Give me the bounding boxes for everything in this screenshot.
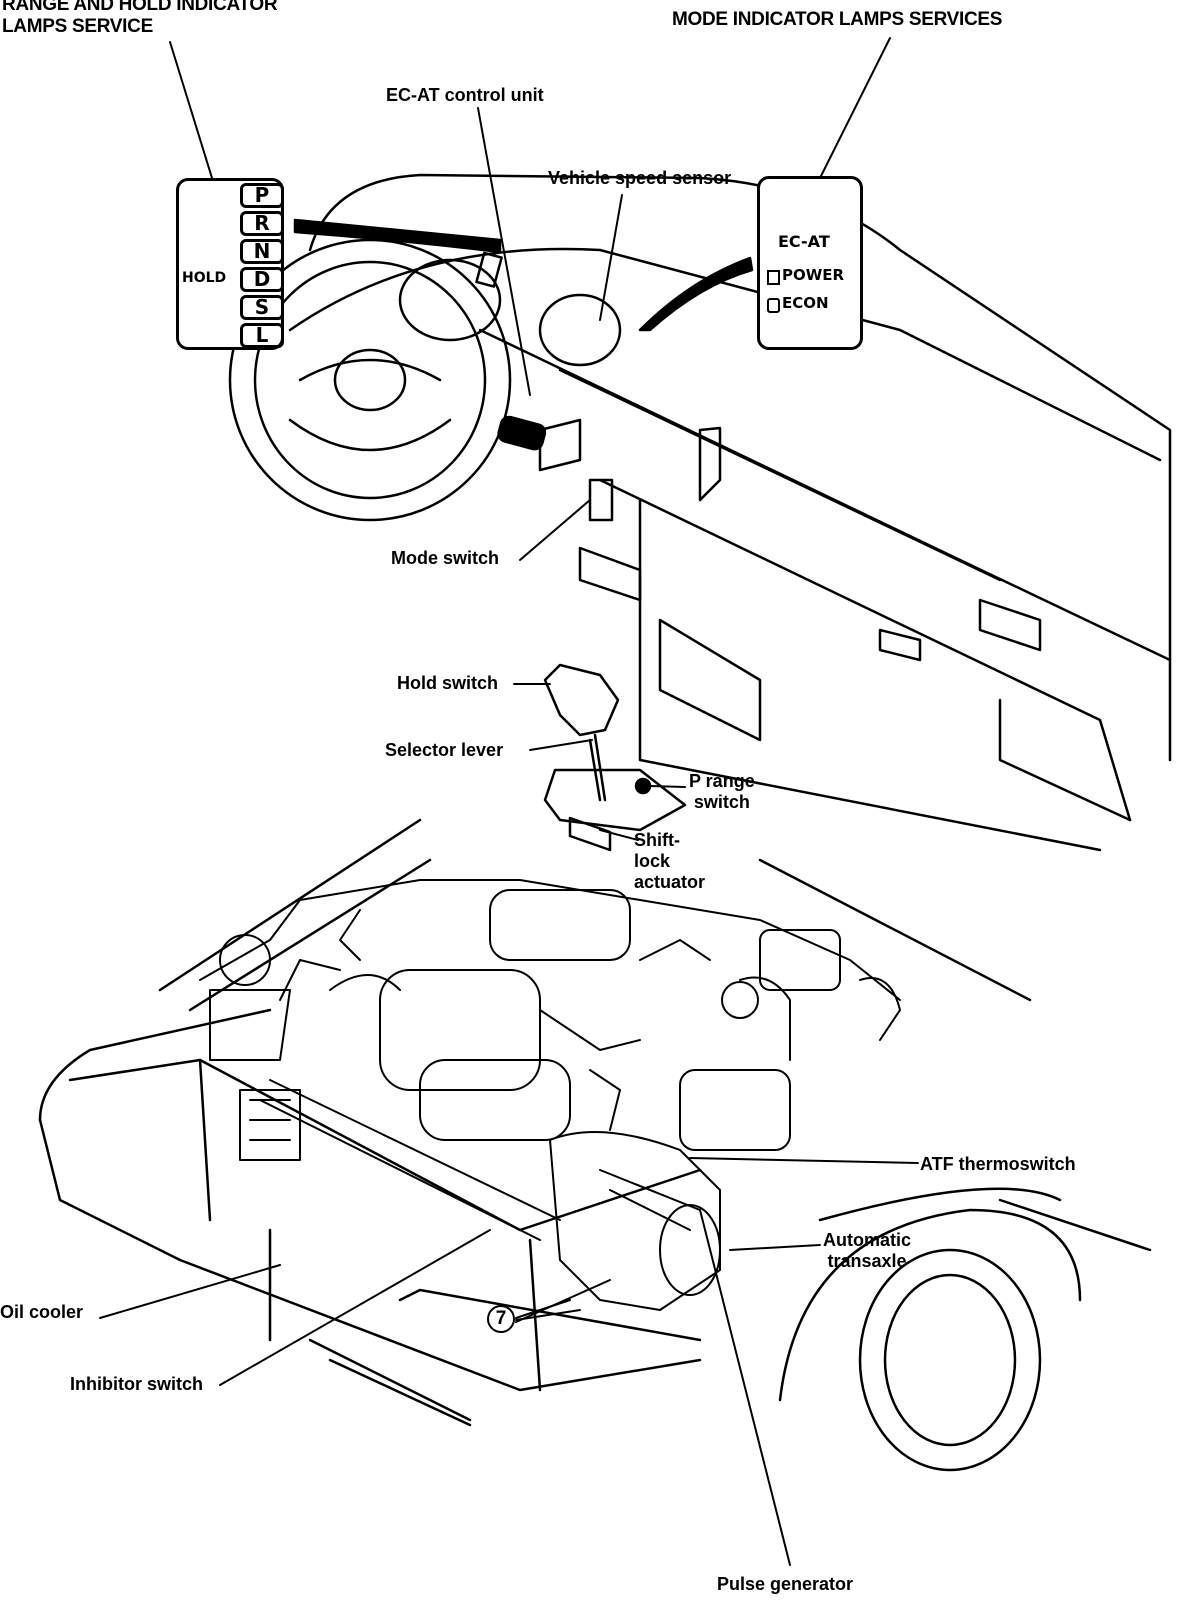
label-ecat-control-unit: EC-AT control unit [386, 85, 544, 105]
car-body-drawing [38, 818, 1152, 1472]
label-shift-lock-actuator: Shift- lock actuator [634, 830, 706, 892]
gear-lamp-d: D [240, 267, 284, 292]
label-pulse-generator: Pulse generator [717, 1574, 854, 1594]
label-mode-switch: Mode switch [391, 548, 500, 568]
label-oil-cooler: Oil cooler [0, 1302, 84, 1322]
label-p-range-switch: P range switch [689, 771, 755, 812]
gear-lamp-l: L [240, 323, 284, 348]
engine-drawing [199, 879, 901, 1311]
power-lamp-label: POWER [782, 266, 845, 284]
label-atf-thermoswitch: ATF thermoswitch [920, 1154, 1076, 1174]
econ-lamp-label: ECON [782, 294, 829, 312]
callout-number: 7 [487, 1305, 515, 1333]
hold-lamp-label: HOLD [182, 270, 227, 286]
power-lamp-icon [767, 270, 780, 285]
econ-lamp-icon [767, 298, 780, 313]
leader-lines [99, 37, 919, 1566]
dashboard-drawing [288, 173, 1172, 852]
range-hold-indicator-header: RANGE AND HOLD INDICATOR LAMPS SERVICE [2, 0, 278, 37]
mode-indicator-panel [757, 176, 863, 350]
mode-indicator-header: MODE INDICATOR LAMPS SERVICES [672, 9, 1003, 30]
gear-lamp-p: P [240, 183, 284, 208]
gear-lamp-r: R [240, 211, 284, 236]
range-panel-pointer [293, 218, 502, 254]
label-hold-switch: Hold switch [397, 673, 499, 693]
selector-lever-drawing [543, 663, 687, 852]
gear-lamp-n: N [240, 239, 284, 264]
label-automatic-transaxle: Automatic transaxle [823, 1230, 912, 1271]
steering-wheel-drawing [228, 238, 512, 522]
label-vehicle-speed-sensor: Vehicle speed sensor [548, 168, 732, 188]
ecat-panel-title: EC-AT [778, 232, 830, 251]
mode-panel-pointer [638, 256, 754, 332]
gear-lamp-s: S [240, 295, 284, 320]
label-selector-lever: Selector lever [385, 740, 504, 760]
label-inhibitor-switch: Inhibitor switch [70, 1374, 203, 1394]
